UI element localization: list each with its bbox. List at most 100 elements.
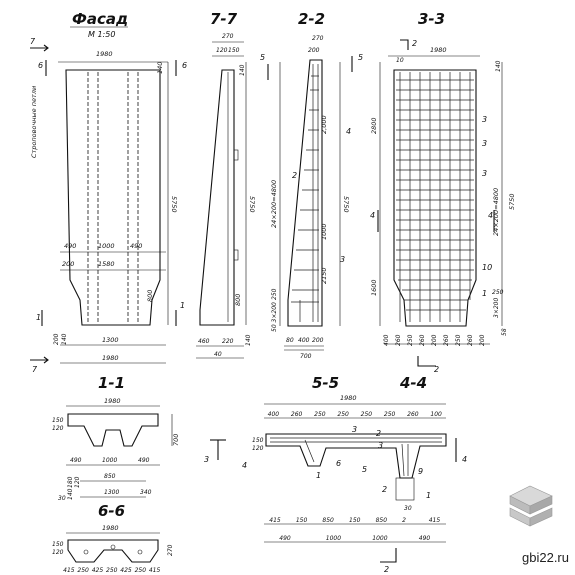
site-logo-icon: [509, 485, 553, 527]
facade-scale: М 1:50: [88, 30, 115, 39]
watermark: gbi22.ru: [522, 550, 569, 565]
s55-bottom-dim: 415: [269, 517, 281, 524]
facade-dim-bottom: 1980: [102, 354, 119, 362]
s22-dim-250: 250: [271, 288, 278, 300]
s11-dim-340: 340: [140, 489, 152, 496]
facade-dim-b200: 200: [53, 333, 60, 345]
s11-dim-180: 180: [67, 476, 74, 488]
facade-title: Фасад: [72, 10, 128, 28]
s55-bottom2-dim: 490: [419, 535, 431, 542]
s22-dim-4800: 24×200=4800: [270, 180, 278, 228]
s77-dim-150: 150: [228, 47, 240, 54]
s55-bottom-dim: 150: [296, 517, 308, 524]
s66-bottom-dim: 415: [149, 567, 161, 574]
s44-title: 4-4: [399, 374, 427, 392]
s11-dim-490b: 490: [138, 457, 150, 464]
s11-dim-30: 30: [58, 495, 66, 502]
s33-dim-3200: 3×200: [493, 298, 500, 318]
facade-dim-140: 140: [156, 62, 164, 74]
marker-3-label: 3: [204, 455, 209, 464]
s33-dim-58: 58: [501, 328, 508, 336]
s55-bottom2-dim: 490: [279, 535, 291, 542]
s22-dim-700: 700: [300, 353, 312, 360]
s66-bottom-dim: 425: [92, 567, 104, 574]
facade-cut-1-right: 1: [180, 301, 185, 310]
s22-mark-3: 3: [340, 255, 345, 264]
s77-dim-220: 220: [222, 338, 234, 345]
facade-dim-5750: 5750: [170, 196, 178, 213]
facade-dim-1300: 1300: [102, 336, 119, 344]
s33-bottom-dim: 260: [419, 334, 426, 346]
section-marker-3: 3: [204, 439, 226, 464]
s77-dim-140: 140: [239, 64, 246, 76]
s33-mark-1: 1: [482, 289, 487, 298]
s33-dim-140: 140: [495, 60, 502, 72]
s33-rebar-grid: [396, 72, 474, 322]
s11-dim-120: 120: [52, 425, 64, 432]
s22-mark-5-left: 5: [260, 53, 265, 62]
s55-bottom-dim: 850: [376, 517, 388, 524]
facade-dim-490b: 490: [130, 242, 142, 250]
s33-mark-2-top: 2: [412, 39, 417, 48]
s33-dim-2800: 2800: [370, 117, 378, 134]
s66-dim-150: 150: [52, 541, 64, 548]
s33-dim-1600: 1600: [370, 279, 378, 296]
s55-top-dim: 250: [314, 411, 326, 418]
s55-dim-1980: 1980: [340, 394, 357, 402]
s33-dim-250: 250: [492, 289, 504, 296]
s11-dim-700: 700: [172, 434, 180, 446]
s22-dim-1000: 1000: [320, 223, 328, 240]
s22-dim-200b: 200: [312, 337, 324, 344]
s77-dim-270: 270: [222, 33, 234, 40]
facade-dim-top: 1980: [96, 50, 113, 58]
s22-mark-5-right: 5: [358, 53, 363, 62]
s33-bottom-dim: 260: [443, 334, 450, 346]
s33-dim-4800: 24×200=4800: [492, 188, 500, 236]
s66-title: 6-6: [98, 502, 125, 520]
s66-dim-120: 120: [52, 549, 64, 556]
s55-bottom-dim: 850: [322, 517, 334, 524]
s55-mark-3: 3: [352, 425, 357, 434]
s33-mark-4-right: 4: [488, 211, 493, 220]
s11-dim-1300: 1300: [104, 489, 119, 496]
s11-dim-120b: 120: [74, 476, 81, 488]
s33-mark-3c: 3: [482, 169, 487, 178]
s66-dim-1980: 1980: [102, 524, 119, 532]
s55-top-dim: 250: [361, 411, 373, 418]
s66-bottom-dim: 250: [106, 567, 118, 574]
facade-dim-b140: 140: [61, 333, 68, 345]
s22-dim-200: 200: [308, 47, 320, 54]
s22-dim-80: 80: [286, 337, 294, 344]
s55-top-dim: 100: [430, 411, 442, 418]
s55-top-dim: 400: [268, 411, 280, 418]
facade-cut-6-left: 6: [38, 61, 43, 70]
s33-mark-3b: 3: [482, 139, 487, 148]
s33-mark-4-left: 4: [370, 211, 375, 220]
s11-dim-140: 140: [67, 488, 74, 500]
s55-mark-3b: 3: [378, 441, 383, 450]
s11-dim-150: 150: [52, 417, 64, 424]
s66-bottom-dim: 250: [135, 567, 147, 574]
facade-side-note: Строповочные петли: [30, 86, 38, 158]
s55-mark-1: 1: [316, 471, 321, 480]
s77-dim-40: 40: [214, 351, 222, 358]
s55-mark-6: 6: [336, 459, 341, 468]
s55-mark-9: 9: [418, 467, 423, 476]
s77-dim-120: 120: [216, 47, 228, 54]
s33-bottom-dim: 250: [407, 334, 414, 346]
s55-dim-120: 120: [252, 445, 264, 452]
s55-mark-4-right: 4: [462, 455, 467, 464]
s22-mark-2: 2: [292, 171, 297, 180]
s55-mark-2: 2: [376, 429, 381, 438]
facade-cut-7-bottom: 7: [32, 365, 38, 374]
s55-bottom-dim: 2: [402, 517, 406, 524]
facade-cut-1-left: 1: [36, 313, 41, 322]
facade-dim-200: 200: [62, 260, 74, 268]
